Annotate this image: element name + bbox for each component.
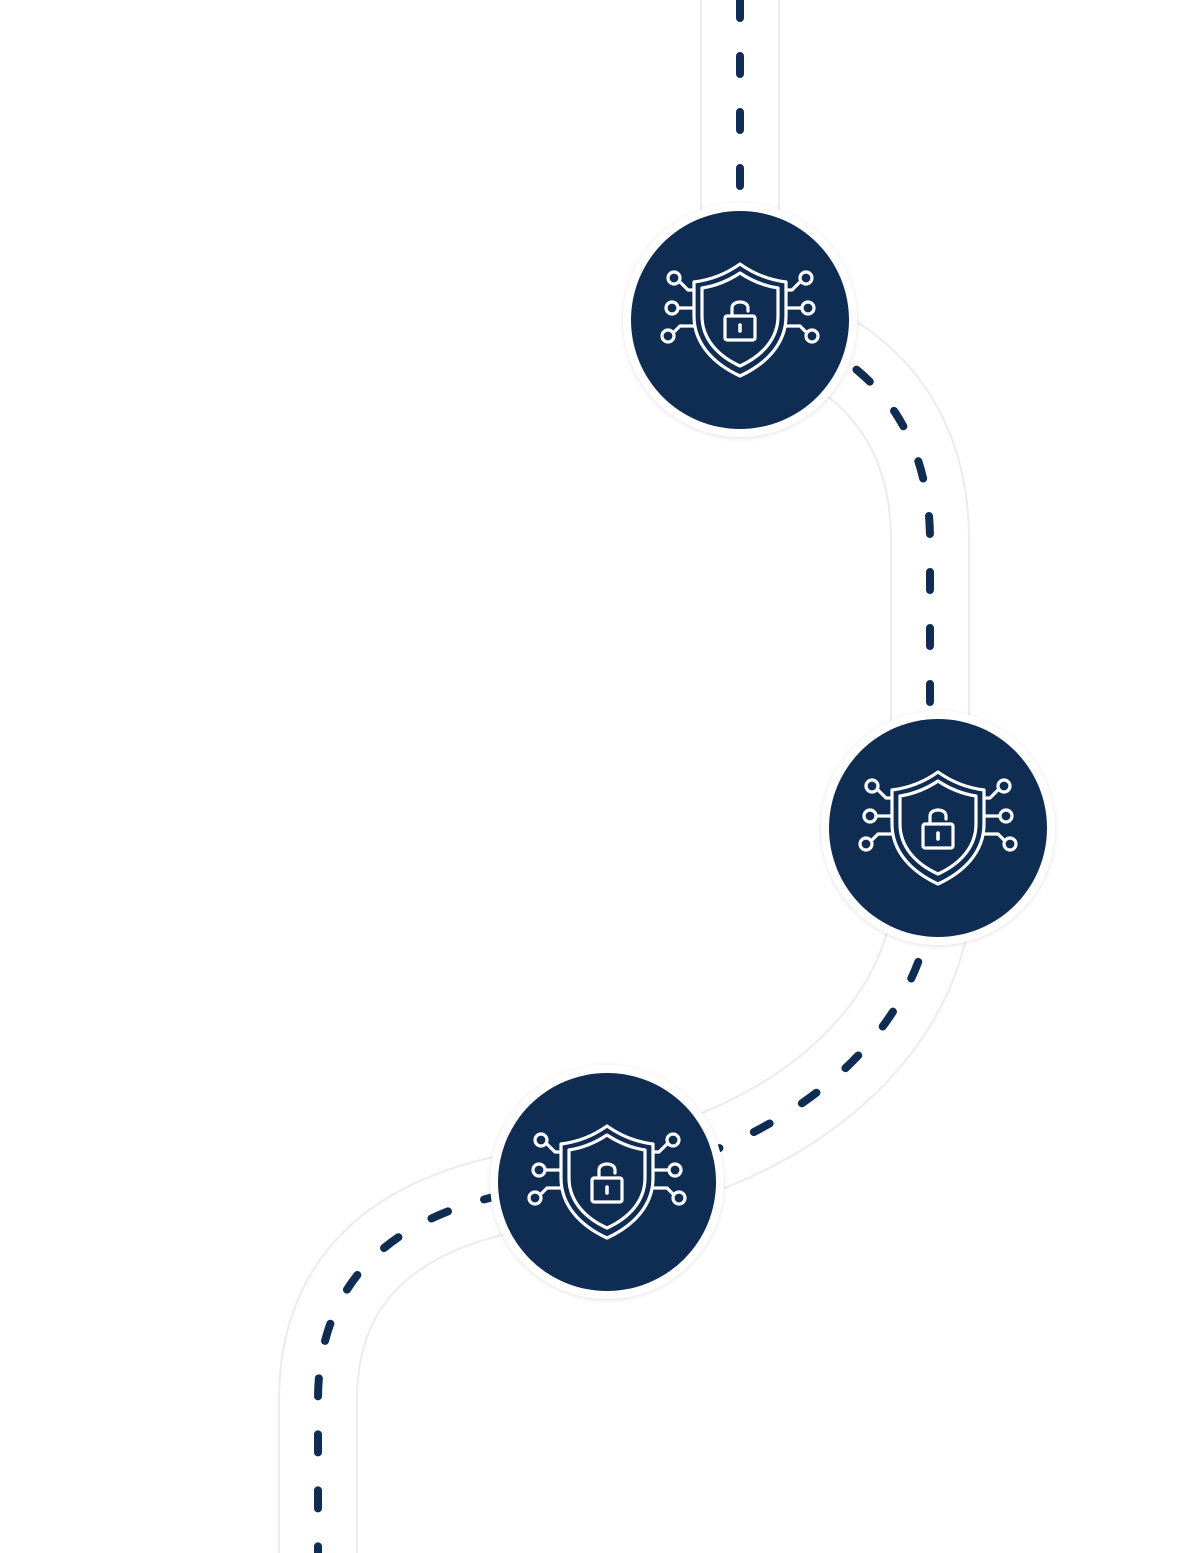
node-disc — [631, 211, 849, 429]
dashed-path-line — [314, 0, 938, 1553]
node-disc — [498, 1073, 716, 1291]
timeline-node-1 — [623, 203, 857, 437]
node-disc — [829, 719, 1047, 937]
timeline-node-2 — [821, 711, 1055, 945]
timeline-node-3 — [490, 1065, 724, 1299]
